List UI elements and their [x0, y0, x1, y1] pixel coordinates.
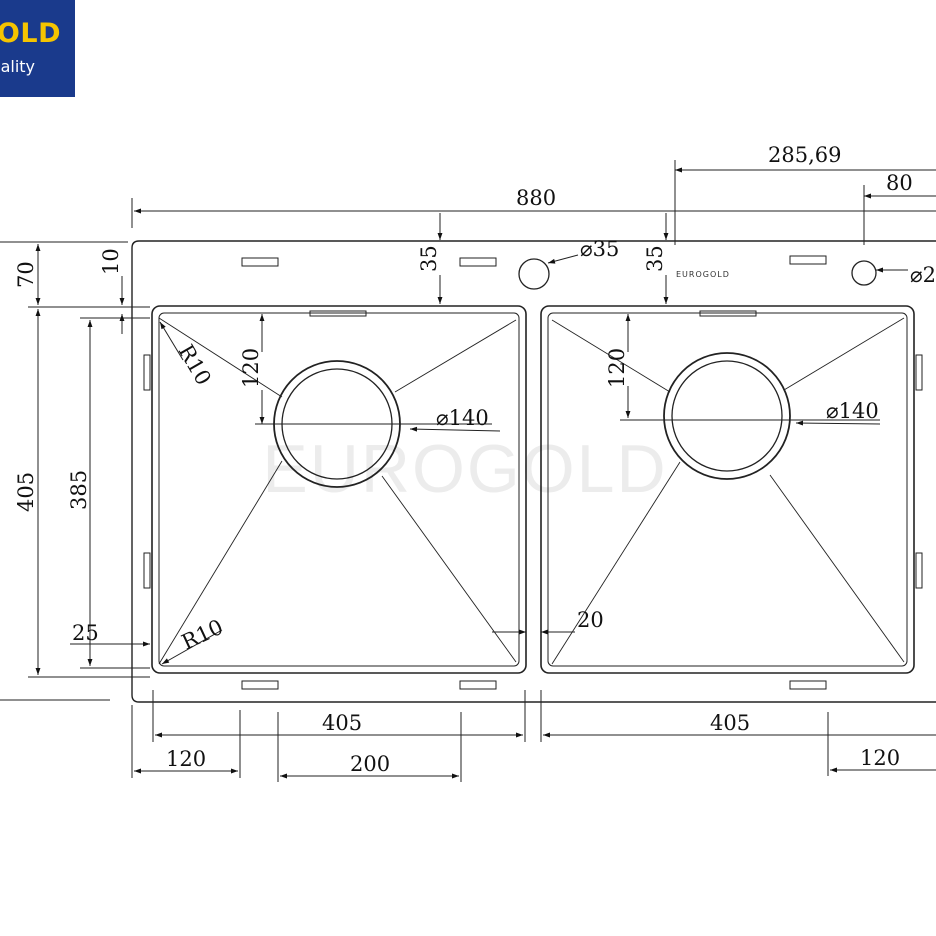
dim-hole-edge-offset: 80 — [886, 171, 913, 195]
watermark-text: EUROGOLD — [262, 431, 667, 507]
tap-hole-right — [851, 260, 877, 286]
dim-corner-radius-top: R10 — [174, 341, 216, 390]
sink-outline — [131, 240, 936, 703]
dim-drain-diameter-left: ⌀140 — [436, 406, 489, 430]
rim-features — [143, 255, 923, 690]
dim-divider-width: 20 — [577, 608, 604, 632]
dim-hole-depth-left: 35 — [417, 245, 441, 272]
dim-overall-depth: 405 — [14, 472, 38, 512]
dim-clip-offset-left: 120 — [166, 747, 206, 771]
dim-hole-depth-right: 35 — [643, 245, 667, 272]
left-dimension-lines — [0, 241, 501, 701]
bottom-dimension-lines — [131, 690, 936, 782]
dim-clip-spacing: 200 — [350, 752, 390, 776]
dim-drain-offset-left: 120 — [239, 348, 263, 388]
sink-engraving-text: EUROGOLD — [676, 270, 730, 279]
brand-logo: OLD ality — [0, 0, 75, 97]
dim-drain-offset-right: 120 — [605, 348, 629, 388]
dim-drain-diameter-right: ⌀140 — [826, 399, 879, 423]
right-bowl-dimension-lines — [620, 314, 881, 426]
dim-bowl-width-left: 405 — [322, 711, 362, 735]
dim-hole-diameter: ⌀35 — [580, 237, 619, 261]
dim-rim-inner: 10 — [99, 248, 123, 275]
dim-rim-top: 70 — [14, 261, 38, 288]
top-dimension-lines — [131, 160, 936, 304]
logo-brand-text: OLD — [0, 18, 61, 49]
dim-clip-offset-right: 120 — [860, 746, 900, 770]
dim-overall-width: 880 — [516, 186, 556, 210]
dim-bottom-margin: 25 — [72, 621, 99, 645]
dim-bowl-width-right: 405 — [710, 711, 750, 735]
right-bowl — [540, 305, 915, 674]
logo-tagline: ality — [0, 57, 35, 76]
dim-tap-hole-offset: 285,69 — [768, 143, 841, 167]
dim-hole-diameter-partial: ⌀2 — [910, 263, 936, 287]
dim-bowl-depth: 385 — [67, 470, 91, 510]
tap-hole-left — [518, 258, 550, 290]
